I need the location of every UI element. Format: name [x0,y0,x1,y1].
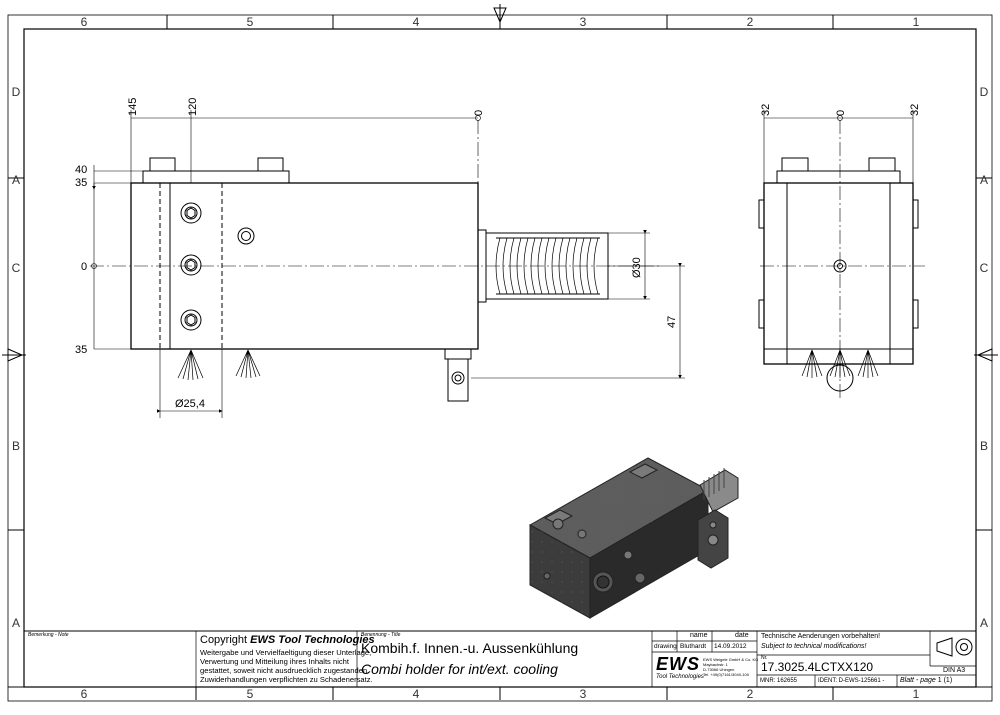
zone-left-c: C [12,261,21,275]
drawn-date: 14.09.2012 [714,643,747,650]
zone-right-c: C [980,261,989,275]
side-view [758,120,925,400]
zone-top-2: 2 [747,15,754,29]
copyright-line-2: Verwertung und Mitteilung ihres Inhalts … [200,657,350,666]
dim-dia-30: Ø30 [631,257,643,278]
screw-icon [180,309,202,331]
zone-left-b: B [12,439,20,453]
dim-0-side: 0 [835,110,847,116]
zone-bottom-3: 3 [580,687,587,701]
dim-35-bottom: 35 [75,344,87,356]
dim-47: 47 [666,316,678,328]
sheet-label: Blatt - page [900,677,936,684]
company-address-1: EWS Weigele GmbH & Co. KG [703,657,759,662]
zone-bottom-5: 5 [247,687,254,701]
dim-35-top: 35 [75,177,87,189]
front-view-dimensions [92,110,685,418]
ident: IDENT: D-EWS-125661 - [818,678,885,684]
zone-bottom-6: 6 [81,687,88,701]
dim-145: 145 [127,98,139,116]
dim-0-top: 0 [473,110,485,116]
company-address-2: Maybachstr. 1 [703,662,728,667]
zone-right-d: D [980,85,989,99]
paper-format: DIN A3 [943,667,966,674]
zone-top-6: 6 [81,15,88,29]
side-view-dimensions [763,110,914,183]
zone-bottom-4: 4 [413,687,420,701]
zone-top-1: 1 [913,15,920,29]
zone-left-a-top: A [12,173,20,187]
company-logo: EWS [656,654,701,674]
drawn-by: Bluthardt [680,643,707,650]
title-english: Combi holder for int/ext. cooling [361,661,558,677]
drawing-label: drawing [654,643,677,650]
sheet-info: Blatt - page 1 (1) [900,677,952,684]
zone-left-a: A [12,616,20,630]
screw-icon [180,254,202,276]
copyright-heading: Copyright EWS Tool Technologies [200,634,375,646]
title-german: Kombih.f. Innen.-u. Aussenkühlung [361,640,579,656]
zone-top-3: 3 [580,15,587,29]
zone-bottom-2: 2 [747,687,754,701]
zone-right-b: B [980,439,988,453]
dim-32-left: 32 [760,104,772,116]
dim-40: 40 [75,164,87,176]
nr-label: Nr. [761,655,768,661]
copyright-line-1: Weitergabe und Vervielfaeltigung dieser … [200,648,372,657]
date-header: date [735,632,749,639]
part-number: 17.3025.4LCTXX120 [761,660,874,674]
screw-icon [180,202,202,224]
centering-marks [2,4,998,362]
company-sub: Tool Technologies [656,674,704,680]
zone-right-a: A [980,616,988,630]
title-block-grid [23,630,977,688]
dim-0-left: 0 [81,261,87,273]
zone-left-d: D [12,85,21,99]
copyright-line-3: gestattet, soweit nicht ausdruecklich zu… [200,666,370,675]
copyright-brand: EWS Tool Technologies [250,634,375,646]
mnr: MNR: 162655 [760,678,798,684]
front-view [90,120,660,402]
projection-symbol-icon [936,637,973,657]
zone-right-a-top: A [980,173,988,187]
tech-note-german: Technische Aenderungen vorbehalten! [761,633,881,640]
zone-bottom-1: 1 [913,687,920,701]
sheet-value: 1 (1) [937,677,953,684]
dim-dia-25-4: Ø25,4 [175,398,205,410]
designation-label: Benennung - Title [361,632,401,638]
company-address-4: Tel. +49(0)7161/3040-100 [703,672,749,677]
tech-note-english: Subject to technical modifications! [761,643,867,650]
name-header: name [690,632,708,639]
zone-top-4: 4 [413,15,420,29]
dim-32-right: 32 [909,104,921,116]
port-icon [237,227,255,245]
remark-label: Bemerkung - Note [28,632,69,638]
dim-120: 120 [187,98,199,116]
company-address-3: D-73066 Uhingen [703,667,735,672]
zone-top-5: 5 [247,15,254,29]
isometric-render [528,457,739,619]
copyright-prefix: Copyright [200,634,248,646]
copyright-line-4: Zuwiderhandlungen verpflichten zu Schade… [200,675,373,684]
